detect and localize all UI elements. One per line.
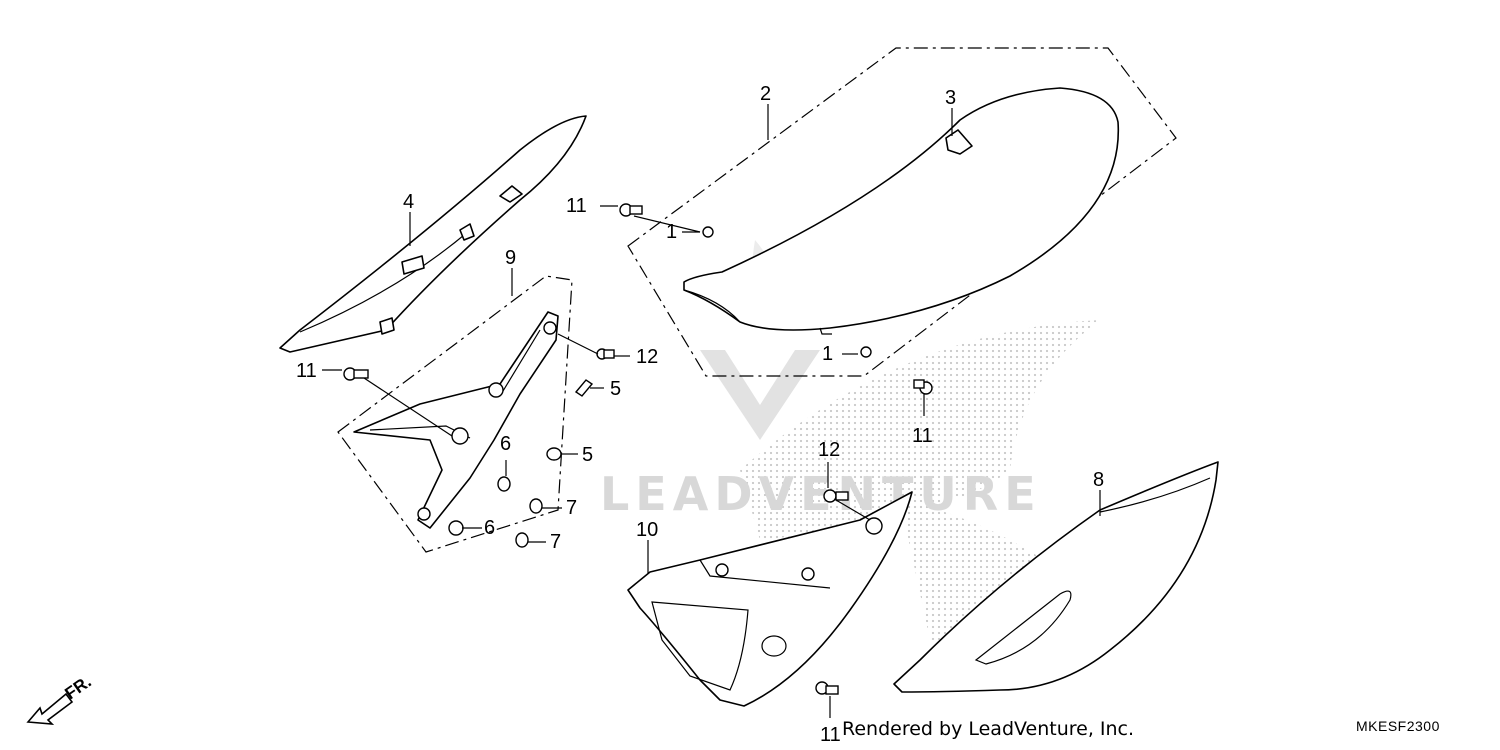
callout-1-upper: 1 — [666, 221, 677, 243]
leader-lines — [322, 104, 1101, 718]
callout-1-lower: 1 — [822, 343, 833, 365]
callout-6-upper: 6 — [500, 433, 511, 455]
callout-12-cover: 12 — [818, 439, 840, 461]
front-direction-indicator: FR. — [26, 672, 95, 725]
callouts: 2 3 4 9 8 10 11 1 1 11 11 12 5 5 6 6 7 7… — [296, 83, 1104, 746]
rail-cover — [279, 115, 587, 353]
callout-11-left: 11 — [296, 360, 317, 382]
right-side-cover — [893, 461, 1219, 693]
callout-5-upper: 5 — [610, 378, 621, 400]
callout-12-frame: 12 — [636, 346, 658, 368]
callout-11-seat: 11 — [566, 195, 587, 217]
callout-6-lower: 6 — [484, 517, 495, 539]
hardware — [343, 203, 933, 695]
render-credit: Rendered by LeadVenture, Inc. — [842, 718, 1135, 740]
bracket-group-outline — [337, 275, 573, 553]
callout-11-bottom: 11 — [820, 724, 841, 746]
front-arrow-icon — [26, 692, 74, 725]
callout-7-lower: 7 — [550, 531, 561, 553]
callout-7-upper: 7 — [566, 497, 577, 519]
callout-3: 3 — [945, 87, 956, 109]
frame-bracket — [353, 311, 559, 529]
callout-4: 4 — [403, 191, 414, 213]
callout-9: 9 — [505, 247, 516, 269]
seat — [683, 87, 1120, 335]
callout-11-under-seat: 11 — [912, 425, 933, 447]
callout-10: 10 — [636, 519, 658, 541]
callout-8: 8 — [1093, 469, 1104, 491]
left-side-cover — [627, 491, 913, 707]
callout-5-lower: 5 — [582, 444, 593, 466]
seat-group-outline — [627, 47, 1177, 377]
watermark-text: LEADVENTURE — [600, 467, 1042, 521]
diagram-code: MKESF2300 — [1356, 718, 1440, 734]
callout-2: 2 — [760, 83, 771, 105]
